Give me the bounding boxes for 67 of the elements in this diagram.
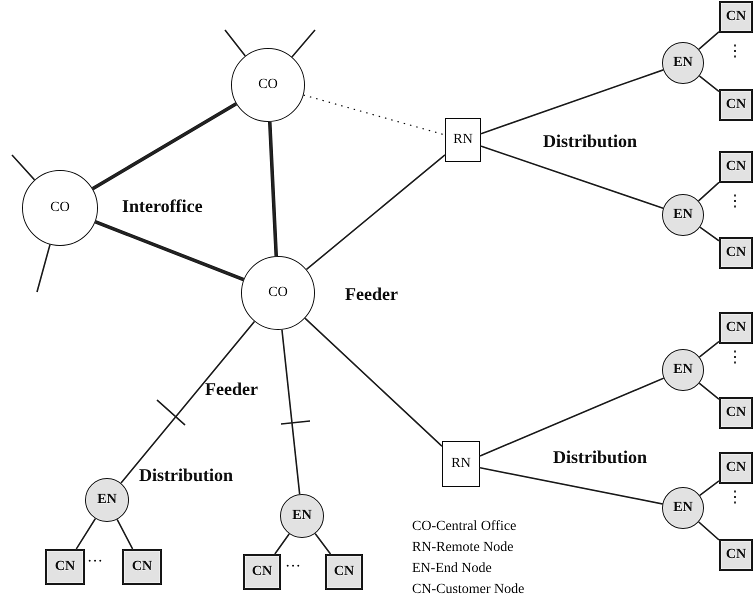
end-node-circle: EN (662, 42, 704, 84)
end-node-circle: EN (662, 487, 704, 529)
segment-label: Interoffice (122, 197, 203, 215)
link-line (698, 75, 720, 92)
link-line (698, 521, 720, 541)
central-office-circle: CO (22, 170, 98, 246)
end-node-circle: EN (662, 194, 704, 236)
link-line (314, 533, 332, 554)
line-stub (224, 30, 246, 56)
link-line (700, 226, 720, 242)
segment-label: Distribution (553, 448, 648, 466)
ellipsis: ··· (285, 559, 301, 575)
remote-node-box: RN (442, 441, 480, 487)
customer-node-box: CN (719, 312, 753, 344)
segment-label: Feeder (345, 285, 398, 303)
link-line (274, 533, 290, 554)
customer-node-box: CN (45, 549, 85, 585)
link-line (698, 31, 720, 50)
link-line (480, 145, 664, 209)
link-line (268, 122, 278, 256)
link-line (699, 480, 720, 496)
line-stub (36, 244, 51, 292)
customer-node-box: CN (719, 397, 753, 429)
segment-label: Feeder (205, 380, 258, 398)
link-line (94, 220, 244, 282)
segment-label: Distribution (139, 466, 234, 484)
end-node-circle: EN (280, 494, 324, 538)
customer-node-box: CN (122, 549, 162, 585)
link-line (303, 94, 446, 136)
link-line (480, 69, 664, 134)
remote-node-box: RN (445, 118, 481, 162)
link-line (306, 154, 446, 270)
link-line (116, 519, 134, 550)
line-stub (291, 29, 316, 58)
customer-node-box: CN (243, 554, 281, 590)
link-line (698, 340, 720, 358)
ellipsis: ⋮ (727, 490, 743, 506)
central-office-circle: CO (241, 256, 315, 330)
link-line (304, 318, 443, 447)
ellipsis: ··· (87, 554, 103, 570)
customer-node-box: CN (719, 89, 753, 121)
link-line (480, 466, 663, 505)
end-node-circle: EN (85, 478, 129, 522)
legend-entry: RN-Remote Node (412, 541, 514, 555)
customer-node-box: CN (719, 151, 753, 183)
link-line (480, 377, 664, 457)
link-line (698, 382, 720, 400)
link-line (120, 321, 256, 484)
customer-node-box: CN (719, 539, 753, 571)
ellipsis: ⋮ (727, 194, 743, 210)
link-line (698, 182, 720, 202)
customer-node-box: CN (719, 1, 753, 33)
ellipsis: ⋮ (727, 350, 743, 366)
ellipsis: ⋮ (727, 44, 743, 60)
customer-node-box: CN (719, 237, 753, 269)
line-stub (11, 154, 36, 180)
customer-node-box: CN (719, 452, 753, 484)
link-line (92, 102, 238, 190)
customer-node-box: CN (325, 554, 363, 590)
legend-entry: CN-Customer Node (412, 583, 524, 597)
end-node-circle: EN (662, 349, 704, 391)
link-line (281, 330, 300, 494)
legend-entry: CO-Central Office (412, 520, 516, 534)
central-office-circle: CO (231, 48, 305, 122)
legend-entry: EN-End Node (412, 562, 492, 576)
link-line (76, 518, 96, 550)
segment-label: Distribution (543, 132, 638, 150)
